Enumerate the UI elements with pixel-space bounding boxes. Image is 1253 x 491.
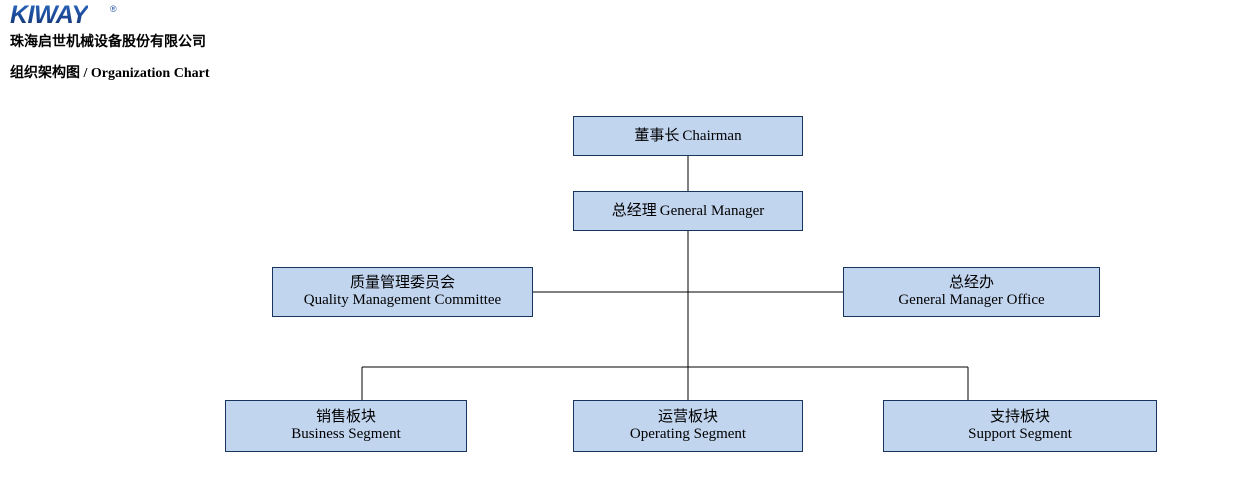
org-node-support-label-en: Support Segment [968, 426, 1072, 442]
org-node-quality-label-en: Quality Management Committee [303, 292, 502, 308]
registered-trademark-icon: ® [110, 4, 117, 14]
org-node-general-manager-label-en: General Manager [659, 202, 765, 219]
page-title-en: Organization Chart [90, 66, 210, 81]
org-node-chairman-label-en: Chairman [682, 127, 742, 144]
org-node-business-label-en: Business Segment [291, 426, 401, 442]
org-node-support-label-cn: 支持板块 [989, 408, 1050, 426]
org-node-support-segment[interactable]: 支持板块 Support Segment [883, 400, 1157, 452]
org-node-business-label-cn: 销售板块 [315, 408, 376, 426]
org-node-chairman-label-cn: 董事长 [634, 126, 680, 144]
company-name: 珠海启世机械设备股份有限公司 [10, 33, 206, 49]
kiway-logo: KIWAY ® [10, 2, 128, 28]
org-node-general-manager-office[interactable]: 总经办 General Manager Office [843, 267, 1100, 317]
org-node-general-manager-label-cn: 总经理 [611, 201, 657, 219]
page-title: 组织架构图 / Organization Chart [10, 63, 210, 83]
page-title-cn: 组织架构图 [10, 64, 80, 80]
org-node-gm-office-label-cn: 总经办 [948, 274, 994, 292]
page-title-separator: / [80, 66, 91, 81]
kiway-logo-wordmark: KIWAY [10, 1, 88, 29]
org-node-business-segment[interactable]: 销售板块 Business Segment [225, 400, 467, 452]
org-node-quality-label-cn: 质量管理委员会 [349, 274, 455, 292]
org-node-operating-segment[interactable]: 运营板块 Operating Segment [573, 400, 803, 452]
org-node-quality-management-committee[interactable]: 质量管理委员会 Quality Management Committee [272, 267, 533, 317]
org-node-gm-office-label-en: General Manager Office [898, 292, 1045, 308]
org-node-operating-label-en: Operating Segment [629, 426, 747, 442]
org-node-operating-label-cn: 运营板块 [657, 408, 718, 426]
